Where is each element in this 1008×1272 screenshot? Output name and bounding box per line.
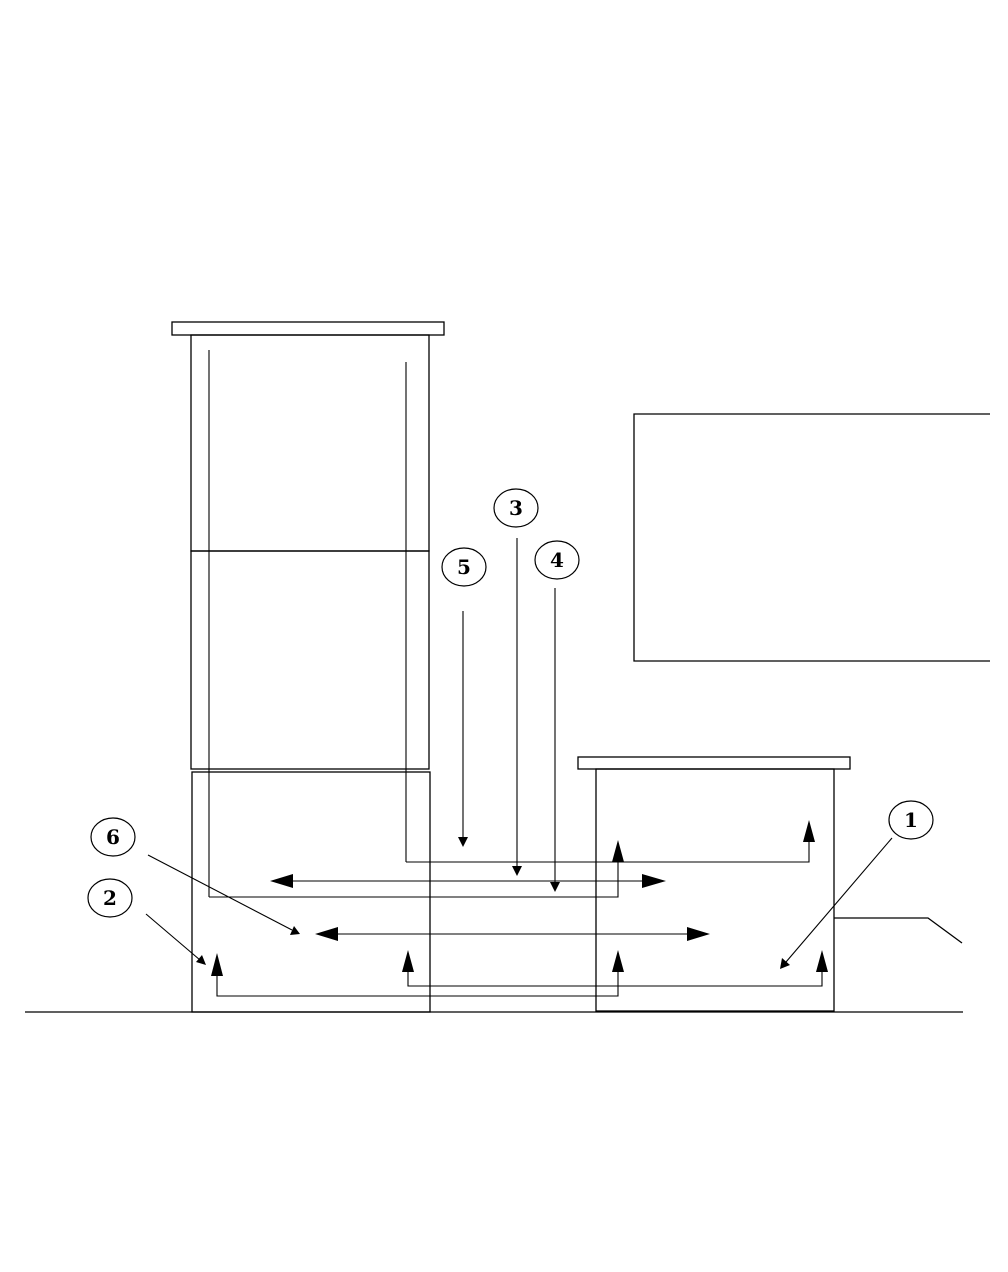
arrow-right-head: [687, 927, 710, 941]
arrow-right-head: [642, 874, 666, 888]
tower-section-middle: [191, 551, 429, 769]
leader-6: [148, 855, 292, 930]
arrow-up-head: [402, 950, 414, 972]
callout-5-label: 5: [457, 555, 471, 579]
callout-6-label: 6: [106, 825, 120, 849]
leader-1: [786, 838, 892, 962]
flow-path-upper: [406, 840, 809, 862]
callout-leaders: [146, 538, 892, 969]
arrow-up-head: [612, 950, 624, 972]
outlet-duct: [834, 918, 962, 943]
leader-5-head: [458, 837, 468, 847]
callout-6: 6: [91, 818, 135, 856]
tower-section-bottom: [192, 772, 430, 1012]
leader-3-head: [512, 866, 522, 876]
flow-path-middle: [209, 860, 618, 897]
flow-path-lower-right: [408, 970, 822, 986]
arrow-left-head: [315, 927, 338, 941]
leader-4-head: [550, 882, 560, 892]
upper-right-rectangle: [634, 414, 990, 661]
leader-2-head: [196, 955, 206, 965]
arrow-up-head: [816, 950, 828, 972]
arrow-up-head: [612, 840, 624, 862]
flow-paths: [209, 820, 828, 996]
callout-1: 1: [889, 801, 933, 839]
callout-2-label: 2: [103, 886, 117, 910]
unit-cap: [578, 757, 850, 769]
callout-3: 3: [494, 489, 538, 527]
arrow-left-head: [270, 874, 293, 888]
unit-body: [596, 769, 834, 1011]
flow-path-lower-left: [217, 970, 618, 996]
tall-tower: [172, 322, 444, 1012]
callout-4: 4: [535, 541, 579, 579]
arrow-up-head: [803, 820, 815, 842]
leader-6-head: [290, 926, 300, 935]
small-unit: [578, 757, 962, 1011]
callout-5: 5: [442, 548, 486, 586]
tower-cap: [172, 322, 444, 335]
callout-3-label: 3: [509, 496, 523, 520]
callout-2: 2: [88, 879, 132, 917]
arrow-up-head: [211, 953, 223, 976]
callout-4-label: 4: [550, 548, 564, 572]
tower-section-top: [191, 335, 429, 551]
callout-1-label: 1: [904, 808, 918, 832]
